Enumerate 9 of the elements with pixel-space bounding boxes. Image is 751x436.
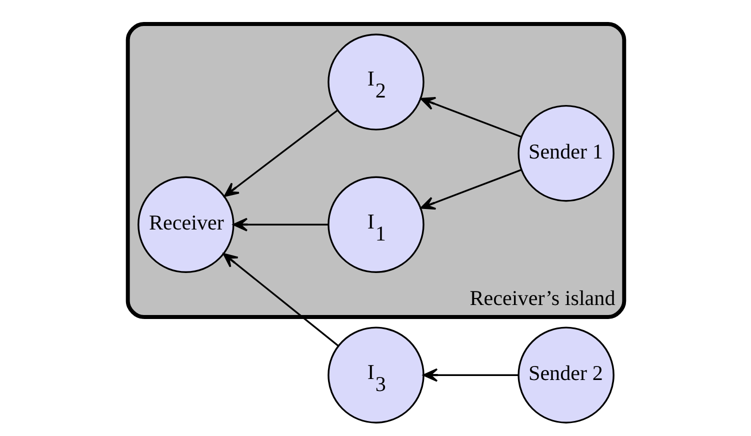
arrow bbox=[422, 368, 518, 382]
arrow bbox=[223, 110, 338, 197]
arrow bbox=[222, 253, 338, 346]
node-circle: Sender 1 bbox=[517, 104, 614, 202]
node-circle: Sender 2 bbox=[517, 326, 614, 424]
arrow bbox=[232, 218, 328, 232]
node-circle: Receiver bbox=[137, 176, 234, 273]
arrow bbox=[420, 169, 522, 210]
arrow bbox=[420, 97, 522, 138]
